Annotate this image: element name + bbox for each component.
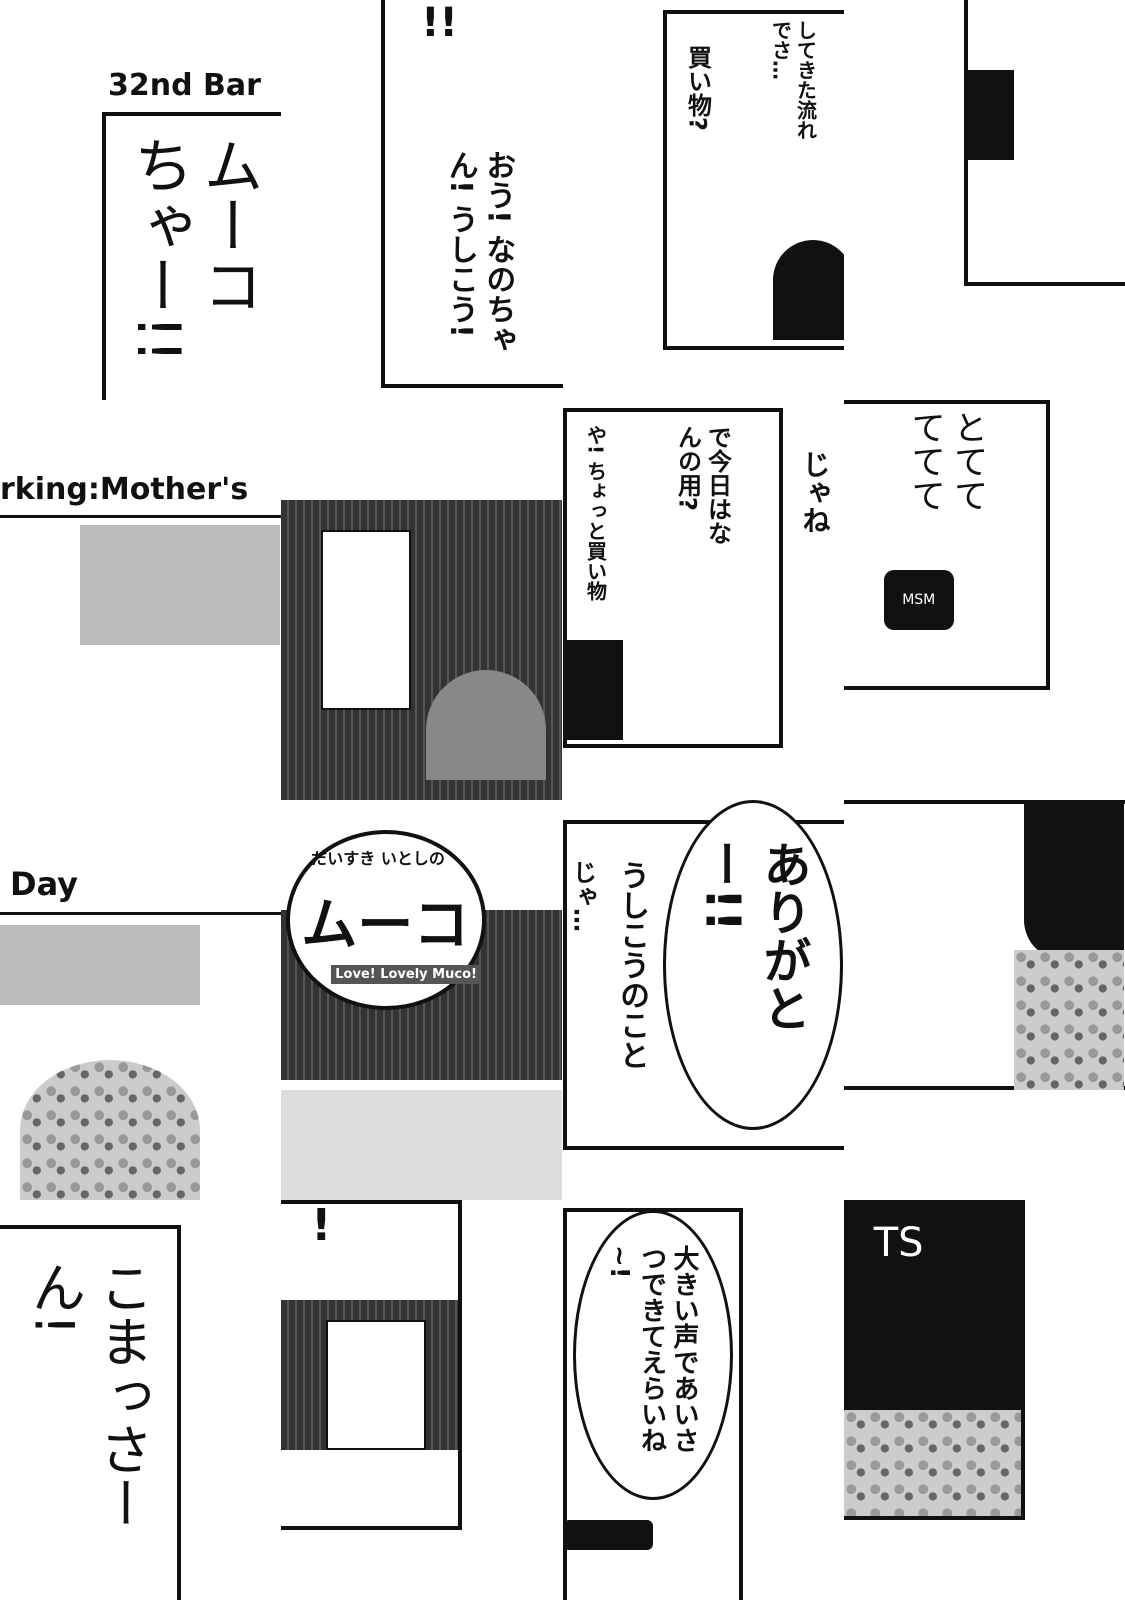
divider (0, 515, 281, 518)
character-hair (963, 70, 1014, 160)
shirt-text: MSM (883, 570, 954, 630)
tile-greeting: !! おう! なのちゃん! うしこう! (281, 0, 563, 400)
tile-girl-dog (843, 800, 1125, 1200)
sunglasses (562, 1520, 653, 1550)
tile-komassan: こまっさーん! (0, 1200, 282, 1600)
tile-conversation: や! ちょっと買い物 で今日はなんの用? じゃね (562, 400, 844, 800)
house-door (326, 1320, 427, 1450)
speech-thanks: ありがとー!! (694, 840, 811, 1032)
camo-pattern (1013, 950, 1124, 1090)
speech-about: うしこうのこと (614, 860, 649, 1070)
subtitle-text: rking:Mother's (0, 472, 249, 507)
tile-house (281, 400, 563, 800)
tile-shopping: してきた流れでさ… 買い物? (562, 0, 844, 400)
exclaim-single: ! (311, 1200, 332, 1251)
logo-main: ムーコ (301, 893, 470, 958)
tile-character-face (843, 0, 1125, 400)
pavement (281, 1090, 563, 1200)
sfx-running: とててててて (905, 410, 988, 512)
character-body (772, 240, 844, 340)
tile-thanks: ありがとー!! うしこうのこと じゃ… (562, 800, 844, 1200)
panel-frame (381, 0, 563, 388)
background-shade (80, 525, 280, 645)
logo-sub: Love! Lovely Muco! (331, 965, 481, 984)
subtitle-day: Day (10, 865, 79, 903)
panel-frame (102, 112, 282, 400)
shirt-ts: TS (843, 1200, 1021, 1410)
character-shirt (1023, 800, 1124, 960)
tile-chapter-title: 32nd Bar ムーコ ちゃー!! (0, 0, 282, 400)
tile-day: Day (0, 800, 282, 1200)
shout-line-1: ムーコ (193, 135, 263, 315)
speech-flow: してきた流れでさ… (768, 20, 818, 140)
speech-what-for: で今日はなんの用? (673, 425, 732, 545)
speech-bye: じゃね (798, 450, 832, 534)
tile-shirt: TS (843, 1200, 1125, 1600)
speech-bubble (572, 1210, 733, 1500)
tile-praise: 大きい声であいさつできてえらいね~! (562, 1200, 844, 1600)
speech-just-shopping: や! ちょっと買い物 (583, 425, 608, 602)
panel-frame (0, 1225, 181, 1600)
tile-logo: だいすき いとしの ムーコ Love! Lovely Muco! (281, 800, 563, 1200)
speech-well: じゃ… (568, 860, 597, 932)
shout-line-2: ちゃー!! (123, 135, 193, 364)
background-shade (0, 925, 200, 1005)
bush (426, 670, 547, 780)
tile-running-girl: とててててて MSM (843, 400, 1125, 800)
house-door (321, 530, 412, 710)
character-body (562, 640, 623, 740)
divider (0, 912, 281, 915)
camo-pattern (20, 1060, 200, 1200)
camo-pattern (843, 1410, 1021, 1516)
tile-storefront: ! (281, 1200, 563, 1600)
tile-subtitle: rking:Mother's (0, 400, 282, 800)
speech-bubble (662, 800, 843, 1130)
chapter-label: 32nd Bar (108, 68, 261, 103)
panel-frame (843, 400, 1050, 690)
shout-komassan: こまっさーん! (22, 1260, 154, 1530)
speech-praise: 大きい声であいさつできてえらいね~! (604, 1245, 699, 1453)
exclaim: !! (421, 0, 458, 46)
speech-greeting: おう! なのちゃん! うしこう! (442, 150, 516, 355)
speech-shopping: 買い物? (683, 45, 712, 131)
logo-top: だいすき いとしの (311, 849, 445, 868)
